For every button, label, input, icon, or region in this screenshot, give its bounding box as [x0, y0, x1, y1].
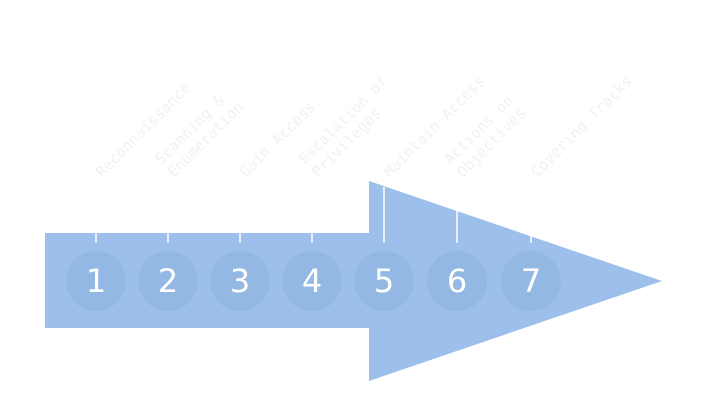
step-circle — [427, 251, 487, 311]
step-circle — [66, 251, 126, 311]
step-circle — [501, 251, 561, 311]
step-number: 5 — [374, 262, 394, 300]
step-number: 2 — [158, 262, 178, 300]
step-number: 4 — [302, 262, 322, 300]
tick-group — [95, 187, 532, 243]
step-circle — [210, 251, 270, 311]
step-number: 3 — [230, 262, 250, 300]
step-group: 1 2 3 4 5 6 7 — [66, 251, 561, 311]
process-arrow — [45, 181, 662, 381]
step-number: 7 — [521, 262, 541, 300]
step-circle — [282, 251, 342, 311]
step-label-line: Covering Tracks — [527, 72, 636, 181]
step-label: Covering Tracks — [527, 72, 636, 181]
step-label-line: Gain Access — [236, 98, 319, 181]
step-number: 6 — [447, 262, 467, 300]
step-circle — [354, 251, 414, 311]
step-circle — [138, 251, 198, 311]
step-number: 1 — [86, 262, 106, 300]
step-label: Gain Access — [236, 98, 319, 181]
